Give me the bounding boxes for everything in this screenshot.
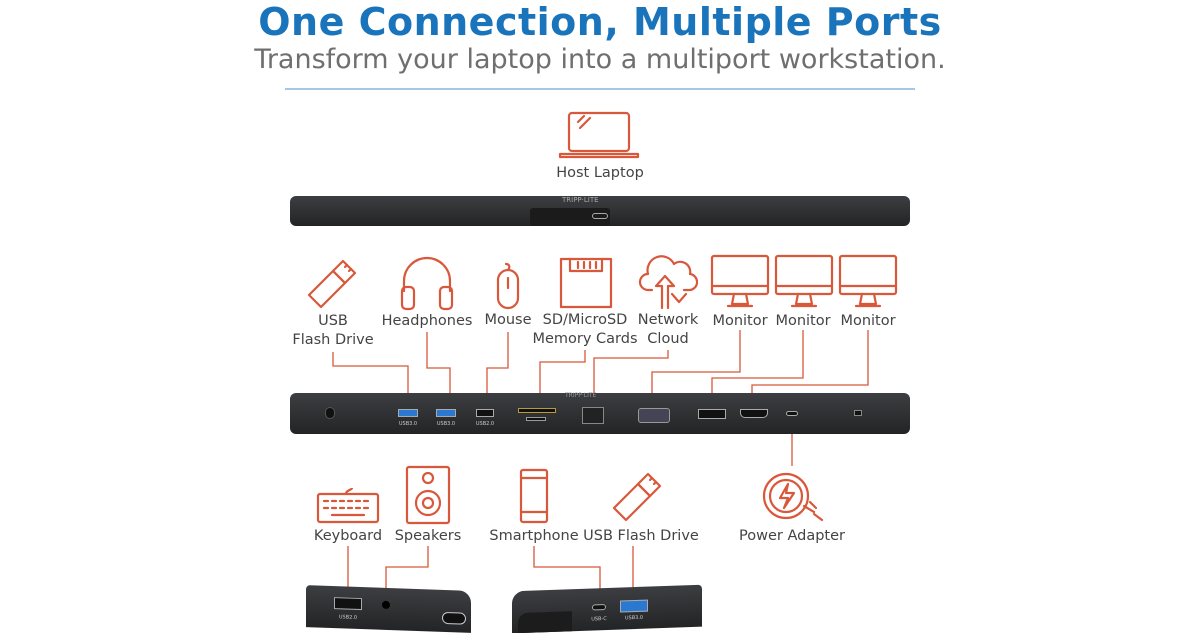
memory-cards-label: SD/MicroSD Memory Cards	[532, 311, 637, 349]
usb-flash-drive-icon	[612, 472, 662, 522]
audio-jack	[382, 600, 390, 610]
divider	[285, 88, 915, 90]
usb-flash-drive-label: USB Flash Drive	[292, 312, 373, 350]
page-title: One Connection, Multiple Ports	[258, 0, 942, 44]
headphones-label: Headphones	[381, 313, 473, 329]
page-subtitle: Transform your laptop into a multiport w…	[254, 44, 946, 75]
host-laptop-label: Host Laptop	[556, 165, 644, 181]
mouse-icon	[496, 262, 520, 310]
monitor-icon	[838, 254, 898, 308]
vga-port	[638, 408, 670, 423]
label-line: Flash Drive	[292, 332, 374, 348]
usb-c-cable-plug	[442, 611, 466, 625]
power-adapter-label: Power Adapter	[739, 528, 845, 544]
keyboard-label: Keyboard	[313, 528, 383, 544]
dock-left-side: USB2.0	[306, 585, 471, 633]
dock-top-view: TRIPP·LITE	[290, 196, 910, 226]
label-line: Memory Cards	[532, 331, 638, 347]
usb3-port	[620, 599, 648, 613]
usb-flash-drive-label: USB Flash Drive	[583, 528, 699, 544]
label-line: Cloud	[647, 331, 689, 347]
label-line: USB	[318, 313, 348, 329]
port-label: USB2.0	[475, 421, 495, 427]
power-adapter-icon	[762, 472, 824, 522]
port-label: USB-C	[591, 616, 607, 623]
microsd-slot	[526, 417, 546, 421]
monitor-label: Monitor	[840, 313, 896, 329]
power-button	[325, 407, 335, 419]
usb2-port	[476, 409, 494, 417]
headphones-icon	[400, 256, 454, 311]
mouse-label: Mouse	[484, 312, 532, 328]
label-line: SD/MicroSD	[542, 312, 628, 328]
sd-card-slot	[518, 408, 556, 413]
hdmi-port	[740, 409, 768, 418]
monitor-label: Monitor	[712, 313, 768, 329]
port-label: USB3.0	[436, 421, 456, 427]
ethernet-port	[582, 407, 604, 424]
label-line: Network	[637, 312, 699, 328]
sd-card-icon	[559, 257, 613, 309]
security-lock-slot	[854, 410, 862, 416]
laptop-icon	[558, 111, 640, 159]
port-label: USB3.0	[624, 614, 644, 622]
usb3-port	[436, 409, 456, 417]
usb-c-power-port	[786, 411, 798, 416]
monitor-icon	[774, 254, 834, 308]
usb-flash-drive-icon	[307, 259, 357, 309]
keyboard-icon	[316, 488, 380, 524]
speakers-label: Speakers	[394, 528, 462, 544]
smartphone-label: Smartphone	[489, 528, 579, 544]
port-label: USB3.0	[398, 421, 418, 427]
dock-right-side: USB-C USB3.0	[512, 584, 702, 633]
brand-logo: TRIPP·LITE	[565, 392, 597, 399]
displayport-port	[698, 409, 726, 419]
speaker-icon	[405, 465, 451, 525]
network-cloud-icon	[638, 255, 698, 310]
usb2-port	[334, 597, 362, 611]
port-label: USB2.0	[338, 614, 358, 621]
usb-c-port	[592, 604, 606, 611]
smartphone-icon	[519, 468, 549, 524]
monitor-label: Monitor	[775, 313, 831, 329]
usb3-port	[398, 409, 418, 417]
monitor-icon	[710, 254, 770, 308]
usb-c-host-port	[592, 213, 608, 219]
dock-front-view: USB3.0 USB3.0 USB2.0 TRIPP·LITE	[290, 392, 910, 434]
brand-logo: TRIPP·LITE	[562, 196, 599, 204]
